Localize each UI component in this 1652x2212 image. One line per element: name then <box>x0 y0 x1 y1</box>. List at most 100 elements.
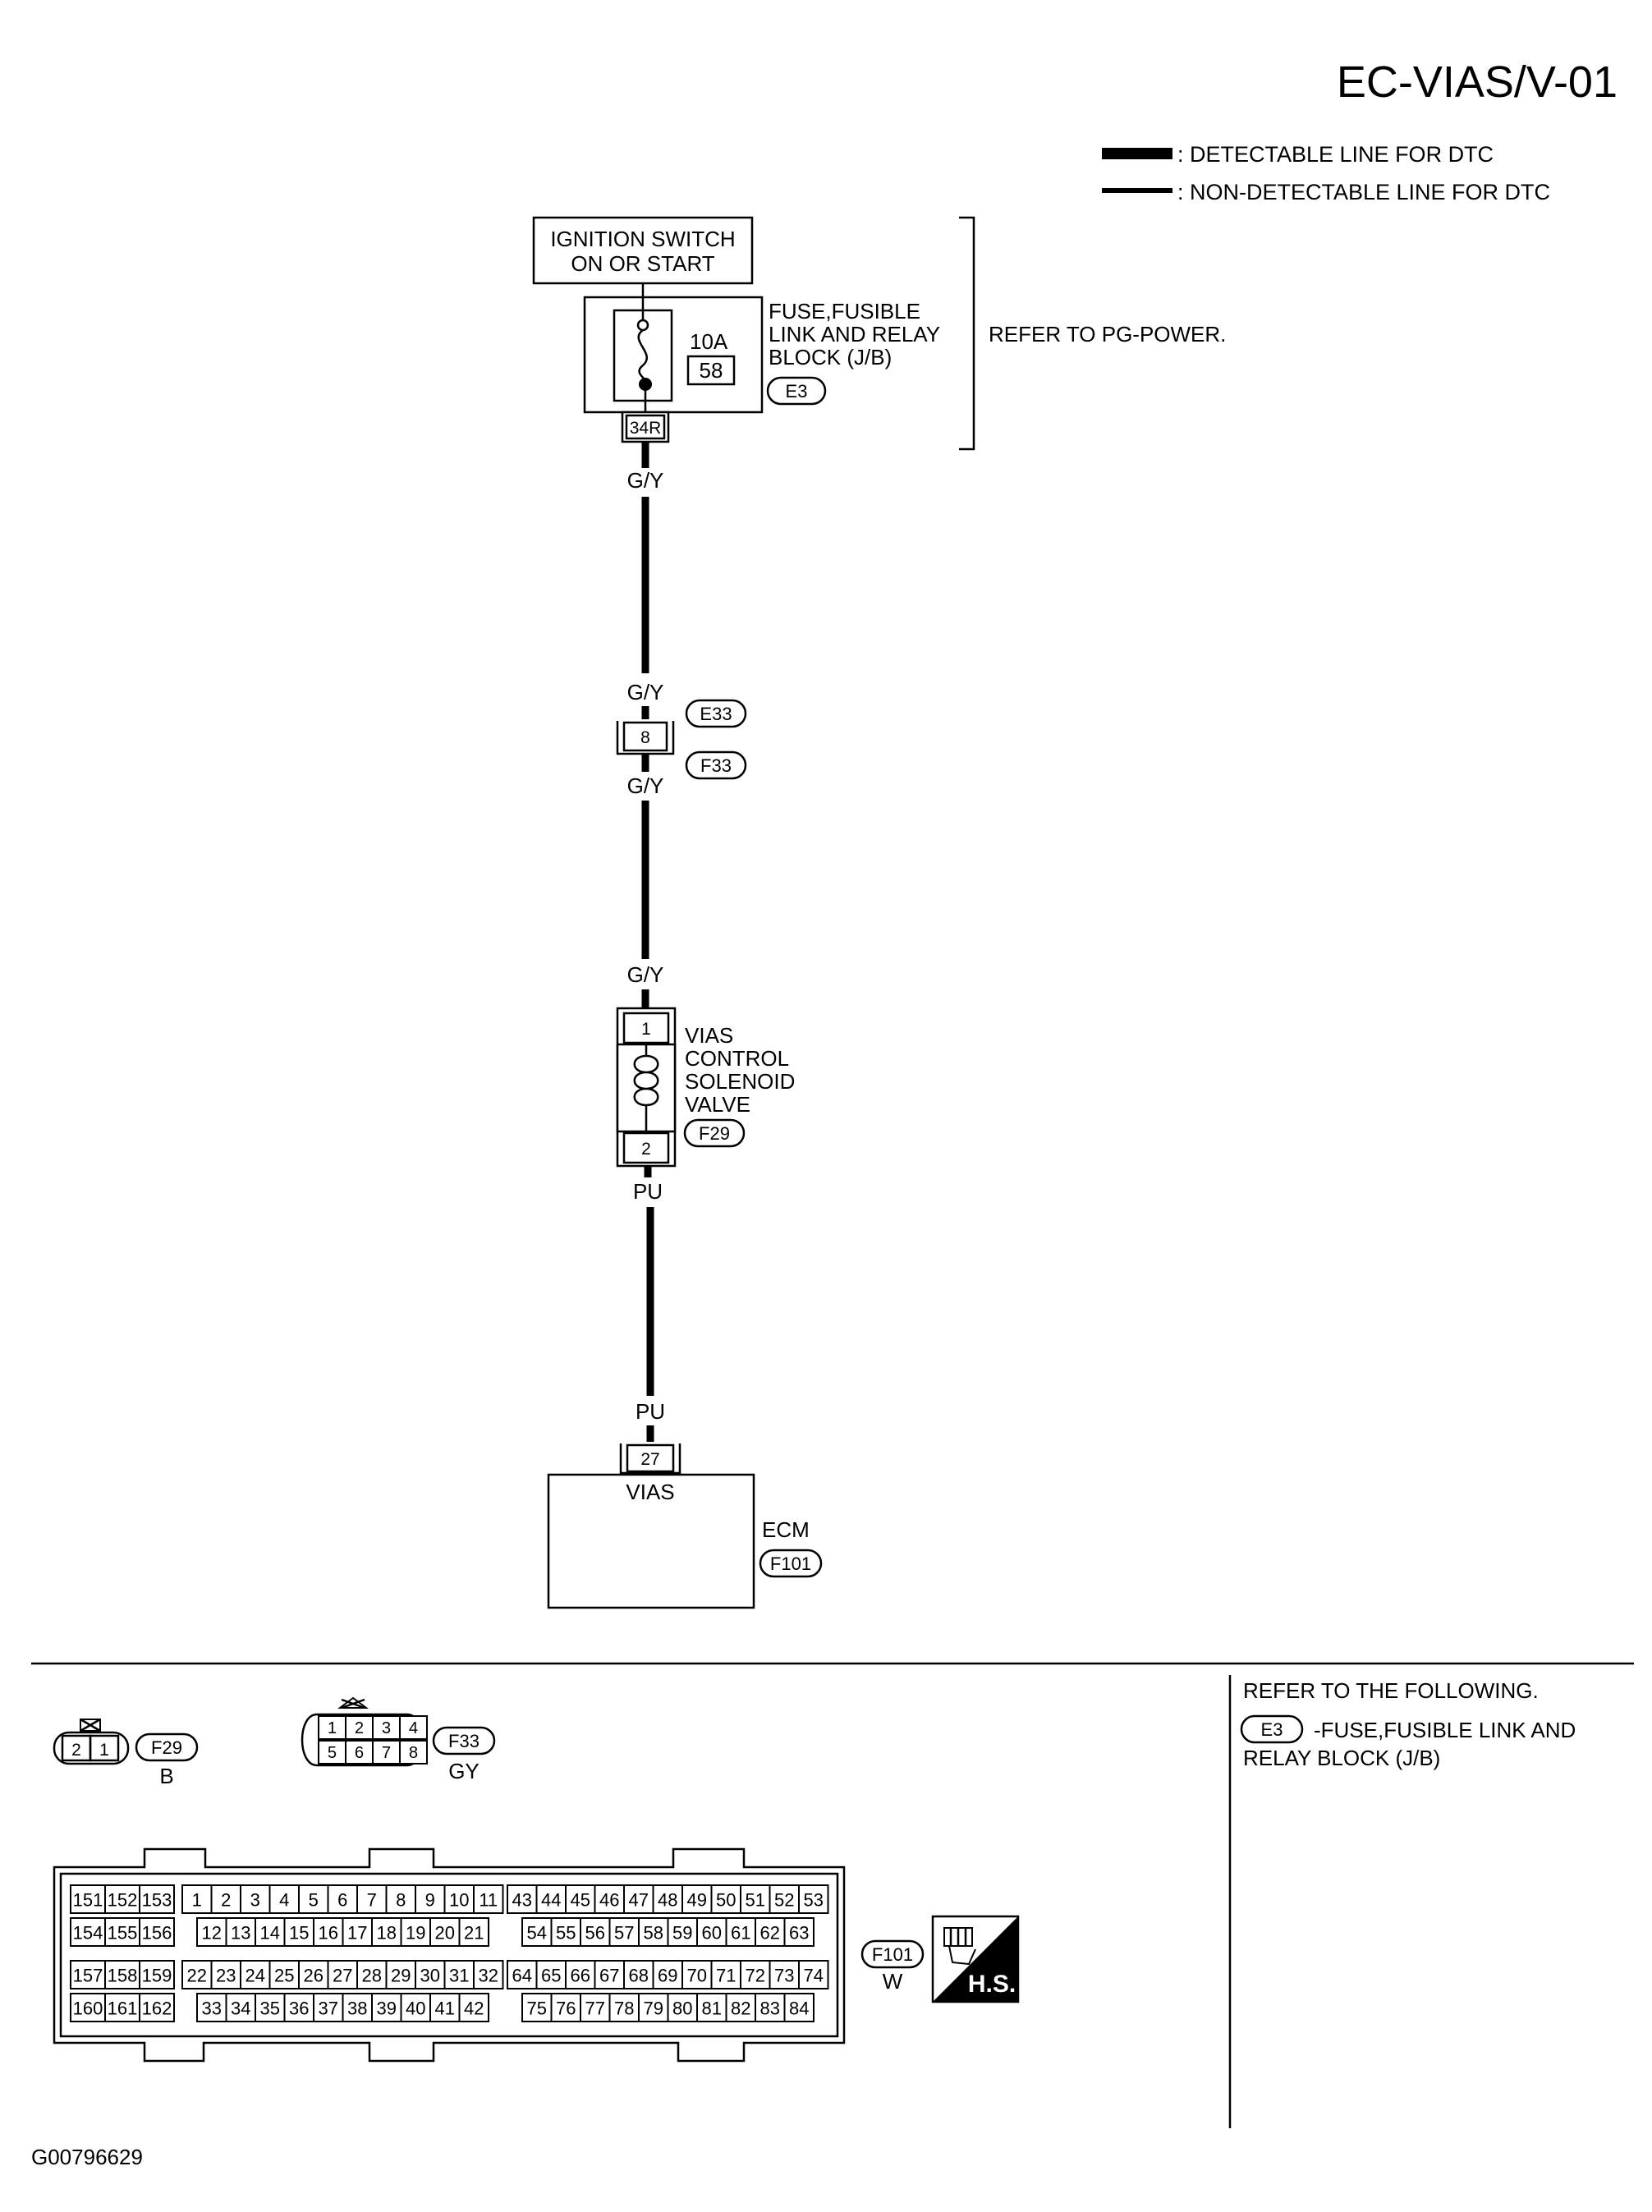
f33-pin-cell <box>399 1740 428 1765</box>
f101-pin-cell <box>429 1917 461 1947</box>
f101-pin-cell <box>638 1917 669 1947</box>
f101-pin: 83 <box>760 1999 780 2019</box>
fuse-label-2: LINK AND RELAY <box>769 322 940 346</box>
f101-pin: 10 <box>449 1890 469 1911</box>
ignition-switch-box <box>532 216 754 285</box>
solenoid-pin1-box <box>622 1012 670 1044</box>
f33-pin: 5 <box>328 1744 337 1762</box>
f101-pin: 36 <box>289 1999 309 2019</box>
f101-pin: 71 <box>716 1966 736 1986</box>
f101-pin-cell <box>371 1917 402 1947</box>
f101-pin-cell <box>443 1960 475 1989</box>
f101-pin: 16 <box>319 1923 338 1944</box>
wire-color-pu-2: PU <box>636 1399 665 1424</box>
fuse-number-box <box>686 355 736 386</box>
solenoid-pin-2: 2 <box>641 1140 651 1159</box>
f101-pin: 35 <box>260 1999 280 2019</box>
fuse-amps: 10A <box>690 329 728 354</box>
f101-pin: 161 <box>108 1999 138 2019</box>
fuse-top-node <box>636 319 649 332</box>
legend-detectable-swatch <box>1102 148 1172 159</box>
f101-pin: 72 <box>746 1966 765 1986</box>
f29-id-pill <box>135 1732 199 1762</box>
f33-id: F33 <box>448 1731 480 1751</box>
f101-pin: 23 <box>216 1966 236 1986</box>
f101-pin-cell <box>783 1917 815 1947</box>
f101-pin-cell <box>652 1884 683 1914</box>
ecm-connector-f101-label: F101 <box>770 1553 811 1574</box>
f101-pin: 154 <box>73 1923 103 1944</box>
f101-pin-cell <box>667 1993 698 2022</box>
f101-pin: 84 <box>789 1999 809 2019</box>
solenoid-label-1: VIAS <box>685 1023 733 1048</box>
f101-pin-cell <box>755 1917 786 1947</box>
solenoid-connector-f29-label: F29 <box>699 1123 730 1144</box>
f101-pin-cell <box>240 1884 271 1914</box>
refer-following-desc-1: -FUSE,FUSIBLE LINK AND <box>1314 1718 1576 1742</box>
f101-pin-cell <box>225 1917 256 1947</box>
f29-pin-b: 1 <box>99 1741 109 1760</box>
f101-pin: 62 <box>760 1923 780 1944</box>
f101-pin: 25 <box>274 1966 294 1986</box>
f101-pin-cell <box>181 1884 213 1914</box>
f101-pin: 160 <box>73 1999 103 2019</box>
f101-pin-cell <box>70 1917 106 1947</box>
hs-label: H.S. <box>968 1971 1016 1998</box>
f101-pin-cell <box>210 1884 241 1914</box>
f101-pin: 64 <box>512 1966 532 1986</box>
f101-pin: 2 <box>221 1890 231 1911</box>
f101-pin: 162 <box>142 1999 172 2019</box>
f101-pin-cell <box>535 1960 567 1989</box>
f101-pin: 70 <box>687 1966 707 1986</box>
f101-pin: 22 <box>187 1966 207 1986</box>
f101-pin: 48 <box>658 1890 677 1911</box>
f33-pin-cell <box>345 1715 374 1740</box>
f101-pin: 73 <box>774 1966 794 1986</box>
f101-pin-cell <box>623 1884 654 1914</box>
f101-pin: 15 <box>289 1923 309 1944</box>
f101-pin: 7 <box>367 1890 377 1911</box>
solenoid-pin2-box <box>622 1131 670 1164</box>
solenoid-label-3: SOLENOID <box>685 1069 795 1094</box>
f101-pin: 53 <box>804 1890 824 1911</box>
f101-pin: 5 <box>309 1890 319 1911</box>
f101-pin: 79 <box>644 1999 663 2019</box>
f101-pin-cell <box>458 1993 489 2022</box>
f101-pin: 61 <box>731 1923 750 1944</box>
f101-pin-cell <box>725 1917 756 1947</box>
f101-pin: 38 <box>347 1999 367 2019</box>
f33-pin: 6 <box>355 1744 364 1762</box>
f101-pin-cell <box>652 1960 683 1989</box>
f101-pin-cell <box>725 1993 756 2022</box>
f101-pin: 58 <box>644 1923 663 1944</box>
f101-pin-cell <box>104 1993 140 2022</box>
refer-following-connector-e3-label: E3 <box>1261 1719 1283 1740</box>
f101-pin: 40 <box>406 1999 425 2019</box>
f101-pin: 30 <box>420 1966 440 1986</box>
f101-pin: 50 <box>716 1890 736 1911</box>
legend-detectable-label: : DETECTABLE LINE FOR DTC <box>1177 142 1494 167</box>
f101-pin: 151 <box>73 1890 103 1911</box>
f101-pin: 69 <box>658 1966 677 1986</box>
wire-color-pu-1: PU <box>633 1179 663 1204</box>
f101-pin: 11 <box>479 1890 498 1911</box>
f101-pin: 54 <box>527 1923 547 1944</box>
terminal-34r: 34R <box>630 419 662 438</box>
f101-pin: 80 <box>672 1999 692 2019</box>
f101-pin-cell <box>710 1884 741 1914</box>
f101-pin: 34 <box>231 1999 250 2019</box>
solenoid-connector-f29 <box>683 1118 746 1148</box>
f33-pin: 3 <box>382 1719 391 1737</box>
f101-pin-cell <box>356 1960 388 1989</box>
f101-pin: 39 <box>377 1999 397 2019</box>
f101-pin-cell <box>740 1884 771 1914</box>
f33-pin-cell <box>399 1715 428 1740</box>
ecm-label: ECM <box>762 1517 810 1542</box>
solenoid-pin-1: 1 <box>641 1020 651 1039</box>
f33-pin: 8 <box>409 1744 418 1762</box>
f101-pin: 26 <box>304 1966 324 1986</box>
f101-pin: 21 <box>464 1923 484 1944</box>
f101-pin: 24 <box>246 1966 265 1986</box>
